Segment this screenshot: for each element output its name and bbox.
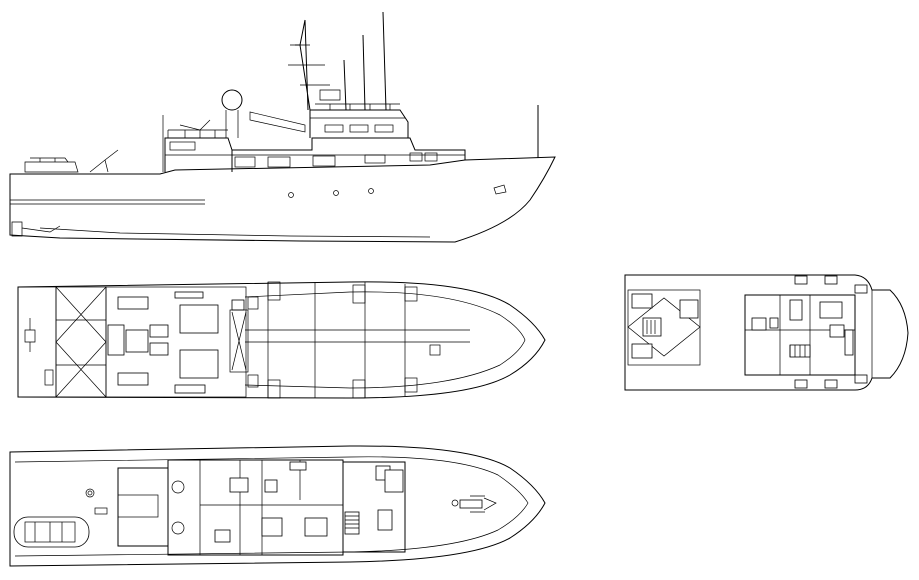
boat-davit-arm — [249, 111, 306, 133]
bridge-house — [309, 109, 409, 138]
aft-deckhouse — [117, 467, 169, 547]
boot-topping-line — [39, 227, 431, 238]
hull-profile — [9, 156, 556, 243]
fuel-tank-upper — [174, 291, 204, 299]
stern-hatch — [44, 369, 54, 386]
aux-pump-2 — [149, 342, 169, 356]
generator-stbd — [117, 372, 149, 386]
lower-deck-outline — [9, 445, 546, 567]
hatch-round-1 — [171, 480, 185, 494]
main-deck-plan-view — [17, 281, 546, 399]
radome — [221, 89, 243, 111]
rail-aft — [167, 129, 228, 138]
aft-platform — [627, 289, 701, 366]
life-raft-stbd-2 — [824, 379, 838, 389]
accommodation-block — [167, 459, 344, 556]
void-compartment — [55, 286, 107, 398]
aux-pump-1 — [149, 324, 169, 338]
lower-deck-plan-view — [9, 445, 546, 567]
antenna-mast-1 — [382, 11, 387, 111]
hatch-round-2 — [171, 521, 185, 535]
davit-fwd — [179, 119, 211, 131]
searchlight-port — [854, 284, 868, 294]
anchor-chain — [470, 495, 497, 513]
portholes — [288, 188, 374, 198]
fuel-tank-line — [174, 384, 206, 394]
deckhouse-store — [117, 494, 159, 518]
bridge-deck-plan-view — [624, 274, 909, 391]
capstan-aft — [85, 488, 95, 498]
radome-pedestal — [225, 110, 239, 138]
windlass — [459, 499, 483, 509]
bitt — [451, 499, 459, 507]
life-raft-port-2 — [824, 275, 838, 285]
stern-compartment — [17, 286, 57, 398]
boat-thwarts — [34, 522, 63, 542]
steering-gear — [24, 318, 36, 352]
stern-rudder — [11, 221, 23, 237]
life-raft-port — [794, 275, 808, 285]
antenna-mast-2 — [362, 34, 366, 111]
superstructure-windows — [169, 124, 438, 168]
winch-drum — [642, 317, 662, 337]
bridge-deck-outline — [624, 274, 909, 391]
side-elevation-view — [9, 11, 556, 243]
main-engine-stbd — [179, 349, 219, 379]
aft-boat-on-deck — [24, 161, 79, 173]
fwd-locker — [377, 509, 393, 531]
fwd-store-2 — [384, 469, 404, 493]
aux-machinery-2 — [125, 329, 149, 353]
searchlight-stbd — [854, 374, 868, 384]
main-engine-port — [179, 304, 219, 334]
boat-frame — [30, 157, 69, 163]
accommodation-cabins — [199, 460, 343, 555]
wheelhouse-layout — [745, 295, 855, 375]
companion-ladder — [344, 511, 360, 535]
generator-port — [117, 296, 149, 310]
equipment-box-3 — [679, 299, 699, 319]
ladder-port — [247, 296, 259, 310]
mast-yards — [288, 44, 330, 86]
rescue-boat — [13, 516, 90, 548]
propeller-shaft — [21, 225, 61, 233]
main-deck-outline — [17, 281, 546, 399]
aft-crane — [89, 149, 119, 173]
bulwark-line — [14, 456, 529, 557]
tank-divisions — [245, 281, 470, 399]
ladder-stbd — [247, 374, 259, 388]
superstructure-outline — [164, 137, 466, 172]
rail-bridge — [315, 103, 400, 110]
aux-machinery-1 — [107, 324, 125, 356]
bollard-aft — [94, 507, 108, 515]
machinery-casing — [229, 309, 249, 373]
equipment-box-1 — [631, 293, 653, 309]
void-cross-hatching — [55, 286, 107, 398]
switchboard — [231, 299, 245, 311]
ladder-treads — [345, 515, 359, 529]
equipment-box-2 — [631, 343, 653, 359]
anchor-pocket — [493, 184, 507, 195]
wheelhouse — [744, 294, 856, 376]
life-raft-stbd — [794, 379, 808, 389]
antenna-mast-3 — [343, 59, 347, 111]
winch-wraps — [646, 320, 656, 334]
mast-platform — [319, 89, 341, 101]
casing-cross — [231, 311, 247, 371]
forward-deckhouse — [342, 461, 406, 553]
inner-hull-line — [244, 291, 526, 389]
